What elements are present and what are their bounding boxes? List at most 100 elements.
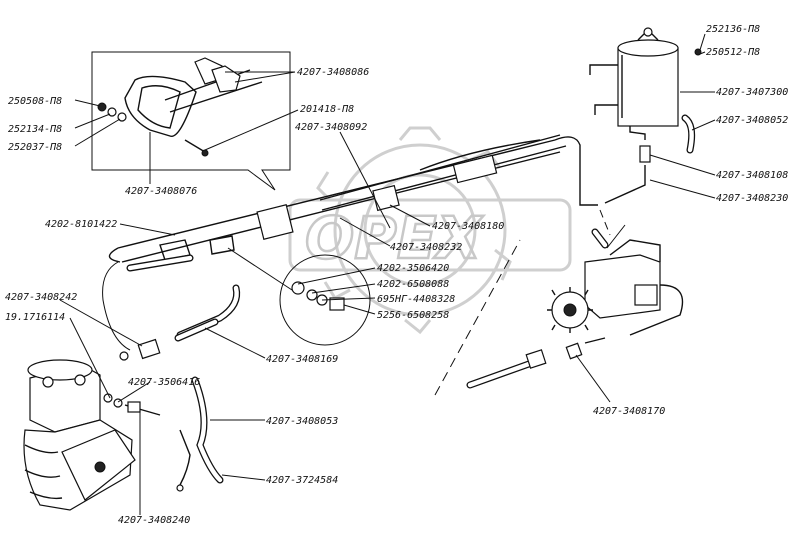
label-4207-3407300: 4207-3407300: [716, 87, 788, 98]
leader-l18: [311, 283, 376, 294]
detail-leader: [227, 247, 293, 291]
cylinder-thread: [419, 139, 541, 171]
pump-cover: [634, 284, 658, 306]
leader-l1: [699, 33, 706, 51]
part-labels: 252136-П8 250512-П8 4207-3407300 4207-34…: [5, 24, 788, 526]
label-4207-3408092: 4207-3408092: [295, 122, 367, 133]
label-4207-3408086: 4207-3408086: [297, 67, 369, 78]
fitting-4207-3408242: [137, 338, 161, 360]
cylinder-fitting: [452, 154, 498, 184]
watermark-gear-inner: [363, 173, 477, 287]
leader-l10: [74, 99, 101, 107]
label-4202-8101422: 4202-8101422: [45, 219, 117, 230]
reservoir-body: [617, 47, 679, 127]
leader-l11: [74, 113, 111, 129]
label-250508: 250508-П8: [8, 96, 62, 107]
steering-pump: [547, 224, 684, 360]
label-252037: 252037-П8: [8, 142, 62, 153]
label-4207-3408232: 4207-3408232: [390, 242, 462, 253]
watermark-gear-teeth: [316, 126, 512, 335]
hose-line-left: [102, 261, 131, 351]
leader-l15: [389, 204, 431, 227]
seal-detail-circle: [227, 247, 371, 346]
compressor-top: [27, 359, 93, 381]
hose-pump-fitting: [525, 349, 547, 369]
return-line: [554, 136, 598, 206]
pipe-4207-3408230: [604, 165, 646, 204]
label-250512: 250512-П8: [706, 47, 760, 58]
label-4202-3506420: 4202-3506420: [377, 263, 449, 274]
cylinder-union: [209, 235, 235, 255]
leader-l19: [321, 297, 376, 301]
label-4207-3724584: 4207-3724584: [266, 475, 338, 486]
leader-l24: [204, 327, 266, 359]
label-695-4408328: 695НГ-4408328: [377, 294, 455, 305]
plug-5256-6508258: [329, 297, 345, 311]
watermark: OPEX: [288, 126, 572, 335]
watermark-text: OPEX: [305, 204, 484, 272]
pump-top: [609, 239, 661, 262]
leader-l6: [649, 179, 716, 199]
label-4207-3408169: 4207-3408169: [266, 354, 338, 365]
washer-19-1716114: [119, 351, 129, 361]
fitting-4207-3408108: [639, 145, 651, 163]
leader-l7: [225, 71, 296, 83]
pump-shaft: [563, 303, 577, 317]
dashed-line-reservoir-pump: [599, 209, 611, 236]
pressure-hose-pump: [434, 209, 611, 396]
leader-l20: [343, 304, 376, 315]
clamp-bracket: [124, 75, 197, 137]
compressor-fins: [24, 444, 63, 500]
pump-pipe: [629, 284, 684, 336]
clamp-detail-inset: [91, 51, 291, 191]
compressor-bolt-a: [42, 376, 54, 388]
label-4207-3408240: 4207-3408240: [118, 515, 190, 526]
label-4207-3408052: 4207-3408052: [716, 115, 788, 126]
label-252136: 252136-П8: [706, 24, 760, 35]
leader-l12: [74, 118, 121, 147]
bolt-201418: [184, 139, 206, 153]
bolt-head: [201, 149, 209, 157]
leader-l28: [575, 354, 611, 403]
dashed-line-pump-cylinder: [434, 239, 521, 396]
label-4207-3408242: 4207-3408242: [5, 292, 77, 303]
pump-gear-teeth: [547, 287, 593, 333]
label-4207-3408170: 4207-3408170: [593, 406, 665, 417]
label-4207-3408053: 4207-3408053: [266, 416, 338, 427]
detail-circle: [279, 254, 371, 346]
label-4207-3408230: 4207-3408230: [716, 193, 788, 204]
label-4207-3408180: 4207-3408180: [432, 221, 504, 232]
hose-4207-3408169-group: [102, 254, 241, 351]
wire-4207-3724584: [179, 429, 191, 486]
label-19-1716114: 19.1716114: [5, 312, 65, 323]
leader-l4: [691, 119, 716, 131]
fitting-4207-3408170: [565, 342, 583, 360]
leader-l22: [69, 317, 111, 399]
clamp-bracket-inner: [137, 85, 181, 129]
lower-hose-fittings: [103, 318, 224, 492]
label-252134: 252134-П8: [8, 124, 62, 135]
seal-ring-4202-3506420: [291, 281, 305, 295]
reservoir-outlet: [629, 126, 646, 140]
leader-l21: [59, 299, 143, 347]
pump-outlet-bolt: [584, 337, 606, 344]
leader-l5: [649, 154, 716, 176]
nut-250508: [97, 102, 107, 112]
leader-l26: [221, 474, 266, 481]
bolt-4207-3408240-head: [127, 401, 141, 413]
air-compressor: [23, 359, 136, 511]
nut-252136: [694, 48, 702, 56]
label-201418: 201418-П8: [300, 104, 354, 115]
leader-l23: [117, 381, 151, 403]
watermark-plate: [288, 198, 572, 272]
label-4207-3408108: 4207-3408108: [716, 170, 788, 181]
reservoir-cap-nut: [643, 27, 653, 37]
cylinder-end: [108, 247, 121, 263]
leader-lines: [59, 33, 716, 515]
reservoir-brackets: [589, 64, 618, 115]
leader-l14: [119, 223, 176, 236]
leader-l16: [339, 217, 391, 247]
washer-4207-3506416: [103, 393, 113, 403]
